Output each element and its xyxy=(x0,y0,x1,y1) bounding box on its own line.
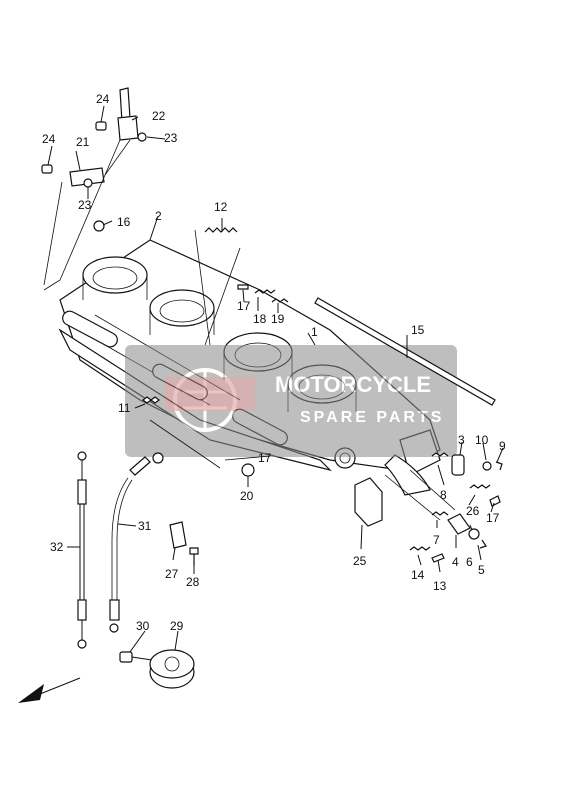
callout-3: 3 xyxy=(458,433,465,447)
direction-arrow-icon xyxy=(18,677,81,703)
callout-20: 20 xyxy=(240,489,254,503)
callout-2: 2 xyxy=(155,209,162,223)
screw-part-16 xyxy=(93,220,105,232)
bracket-part-27 xyxy=(169,521,187,549)
callout-1: 1 xyxy=(311,325,318,339)
callout-13: 13 xyxy=(433,579,447,593)
cable-part-31 xyxy=(109,452,164,633)
callout-19: 19 xyxy=(271,312,285,326)
right-small-parts xyxy=(354,452,503,563)
callout-26: 26 xyxy=(466,504,480,518)
callout-7: 7 xyxy=(433,533,440,547)
cable-part-32 xyxy=(77,451,87,649)
linkage-parts xyxy=(41,87,147,291)
callout-25: 25 xyxy=(353,554,367,568)
watermark-line-2: SPARE PARTS xyxy=(300,409,444,426)
callout-8: 8 xyxy=(440,488,447,502)
callout-11: 11 xyxy=(118,401,131,415)
callout-23b: 23 xyxy=(78,198,92,212)
callout-labels: 1 2 3 4 5 6 7 8 9 10 11 12 13 14 15 16 1… xyxy=(42,92,506,633)
callout-18: 18 xyxy=(253,312,267,326)
callout-31: 31 xyxy=(138,519,152,533)
spring-part-12 xyxy=(204,227,238,233)
bolt-part-30 xyxy=(119,651,153,663)
callout-21: 21 xyxy=(76,135,90,149)
screw-part-28 xyxy=(189,547,199,566)
spring-part-11 xyxy=(142,396,160,404)
callout-4: 4 xyxy=(452,555,459,569)
callout-24a: 24 xyxy=(96,92,110,106)
rod-part-15 xyxy=(314,297,496,406)
screws-17-18-19 xyxy=(237,284,289,303)
callout-24b: 24 xyxy=(42,132,56,146)
callout-16: 16 xyxy=(117,215,131,229)
callout-30: 30 xyxy=(136,619,150,633)
watermark: MOTORCYCLE SPARE PARTS xyxy=(125,345,457,457)
callout-14: 14 xyxy=(411,568,425,582)
callout-22: 22 xyxy=(152,109,166,123)
leader-lines xyxy=(47,105,504,653)
callout-17a: 17 xyxy=(237,299,251,313)
callout-17c: 17 xyxy=(258,451,272,465)
callout-17b: 17 xyxy=(486,511,500,525)
callout-10: 10 xyxy=(475,433,489,447)
callout-32: 32 xyxy=(50,540,64,554)
grommet-part-20 xyxy=(241,463,255,477)
callout-9: 9 xyxy=(499,439,506,453)
callout-27: 27 xyxy=(165,567,179,581)
callout-15: 15 xyxy=(411,323,425,337)
callout-12: 12 xyxy=(214,200,228,214)
callout-6: 6 xyxy=(466,555,473,569)
knob-part-29 xyxy=(149,649,195,689)
callout-29: 29 xyxy=(170,619,184,633)
callout-28: 28 xyxy=(186,575,200,589)
callout-23a: 23 xyxy=(164,131,178,145)
callout-5: 5 xyxy=(478,563,485,577)
watermark-line-1: MOTORCYCLE xyxy=(275,372,431,397)
